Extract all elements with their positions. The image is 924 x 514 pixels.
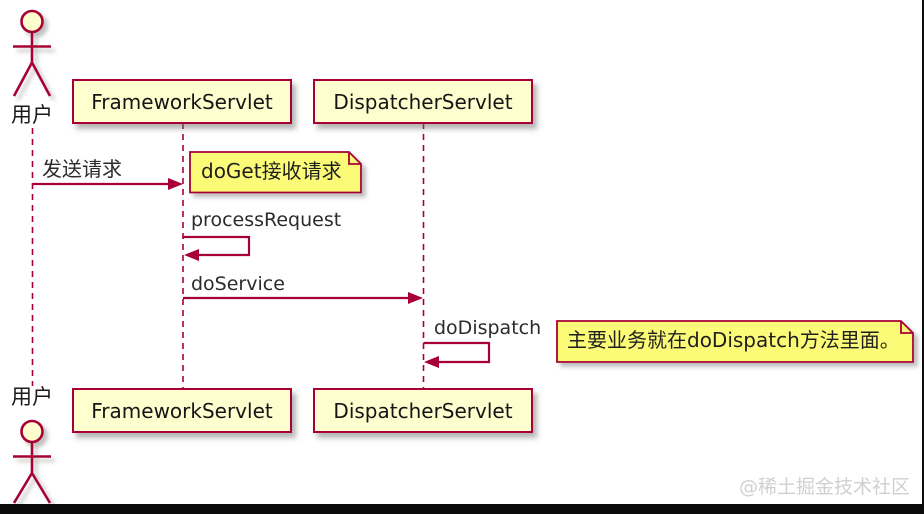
message-arrows (33, 178, 491, 368)
arrow-process-request-self (183, 235, 251, 257)
participant-frameworkservlet-top: FrameworkServlet (72, 79, 292, 124)
arrow-do-dispatch-self (423, 341, 491, 364)
note-text-dodispatch: 主要业务就在doDispatch方法里面。 (567, 328, 900, 352)
actor-label-top: 用户 (11, 103, 53, 127)
note-dodispatch (556, 320, 914, 363)
arrowhead-left-icon (184, 249, 199, 261)
arrowhead-right-icon (408, 292, 423, 304)
watermark: @稀土掘金技术社区 (738, 476, 910, 498)
participant-dispatcherservlet-bottom: DispatcherServlet (313, 388, 533, 433)
participant-label: FrameworkServlet (91, 89, 273, 114)
bottom-edge-bar (0, 504, 924, 514)
participant-label: FrameworkServlet (91, 398, 273, 423)
right-edge-bar (922, 0, 924, 514)
note-text-doget: doGet接收请求 (201, 159, 342, 183)
participant-frameworkservlet-bottom: FrameworkServlet (72, 388, 292, 433)
participant-dispatcherservlet-top: DispatcherServlet (313, 79, 533, 124)
message-label-do-service: doService (191, 273, 285, 295)
participant-label: DispatcherServlet (333, 89, 513, 114)
message-label-send-request: 发送请求 (42, 157, 122, 181)
arrowhead-left-icon (424, 356, 439, 368)
message-label-process-request: processRequest (191, 209, 342, 231)
note-fold-icon (348, 152, 361, 165)
note-fold-icon (900, 321, 913, 334)
message-label-do-dispatch: doDispatch (434, 317, 542, 339)
note-doget (189, 151, 362, 194)
actor-figure-bottom (12, 419, 52, 504)
actor-figure-top (12, 9, 52, 97)
participant-label: DispatcherServlet (333, 398, 513, 423)
actor-label-bottom: 用户 (11, 385, 53, 409)
arrowhead-right-icon (168, 178, 183, 190)
